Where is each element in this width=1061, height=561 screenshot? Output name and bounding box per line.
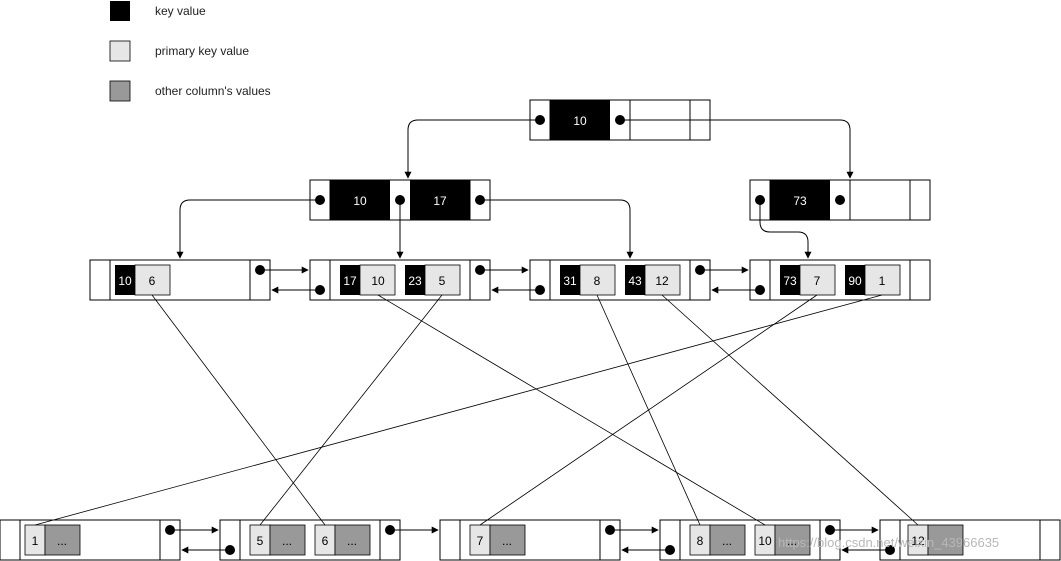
internal-a-ptr-3 — [480, 199, 634, 259]
internal-node-b: 73 — [749, 179, 931, 221]
leaf-pk-label: 5 — [439, 274, 446, 288]
leaf-key — [115, 265, 135, 295]
row-rest-label: ... — [502, 534, 512, 548]
row-rest-label: ... — [282, 534, 292, 548]
clustered-leaf-5: 12 — [879, 519, 1061, 561]
internal-key-label: 73 — [793, 194, 807, 208]
tree-pointers — [176, 119, 854, 259]
leaf-key-label: 43 — [628, 274, 642, 288]
clustered-leaf-1: 1 ... — [0, 519, 181, 561]
row-pk-label: 8 — [697, 534, 704, 548]
internal-key — [770, 180, 830, 220]
leaf-key-label: 23 — [408, 274, 422, 288]
internal-key-label: 10 — [353, 194, 367, 208]
clustered-leaf-4: 8 ... 10 ... — [659, 519, 841, 561]
root-key-label: 10 — [573, 114, 587, 128]
leaf-key-label: 73 — [783, 274, 797, 288]
pointer-dot — [835, 195, 845, 205]
legend-label-pk: primary key value — [155, 44, 249, 58]
secondary-leaf-2: 17 10 23 5 — [309, 259, 491, 301]
row-pk-label: 6 — [322, 534, 329, 548]
leaf-pk-label: 1 — [879, 274, 886, 288]
legend-label-other: other column's values — [155, 84, 271, 98]
leaf-pk-label: 6 — [149, 274, 156, 288]
row-pk-label: 7 — [477, 534, 484, 548]
internal-key — [330, 180, 390, 220]
leaf-pk-label: 10 — [371, 274, 385, 288]
internal-key-label: 17 — [433, 194, 447, 208]
legend-label-key: key value — [155, 4, 206, 18]
secondary-leaf-3: 31 8 43 12 — [529, 259, 711, 301]
internal-key — [410, 180, 470, 220]
row-pk-label: 1 — [32, 534, 39, 548]
leaf-key-label: 31 — [563, 274, 577, 288]
clustered-leaf-3: 7 ... — [439, 519, 621, 561]
watermark: https://blog.csdn.net/weixin_43966635 — [778, 535, 999, 550]
leaf-key-label: 90 — [848, 274, 862, 288]
legend: key value primary key value other column… — [109, 1, 271, 102]
internal-a-ptr-1 — [176, 199, 320, 259]
leaf-key-label: 17 — [343, 274, 357, 288]
leaf-key-label: 10 — [118, 274, 132, 288]
row-pk-label: 10 — [758, 534, 772, 548]
leaf-pk-label: 12 — [655, 274, 669, 288]
row-rest-label: ... — [787, 534, 797, 548]
legend-swatch-key — [110, 1, 130, 21]
leaf-pk-label: 7 — [814, 274, 821, 288]
internal-node-a: 10 17 — [309, 179, 491, 221]
row-rest-label: ... — [722, 534, 732, 548]
leaf-pk-label: 8 — [594, 274, 601, 288]
row-rest-label: ... — [347, 534, 357, 548]
root-left-arrow — [404, 119, 540, 179]
secondary-leaf-1: 10 6 — [89, 259, 271, 301]
row-pk-label: 5 — [257, 534, 264, 548]
root-right-arrow — [620, 119, 854, 179]
pk-lookup-lines — [34, 294, 919, 526]
clustered-sibling-links — [170, 526, 890, 554]
clustered-leaf-2: 5 ... 6 ... — [219, 519, 401, 561]
legend-swatch-pk — [109, 40, 131, 62]
row-pk-label: 12 — [911, 534, 925, 548]
secondary-sibling-links — [260, 266, 760, 294]
row-rest-label: ... — [57, 534, 67, 548]
secondary-leaf-4: 73 7 90 1 — [749, 259, 931, 301]
internal-b-ptr-1 — [759, 200, 812, 259]
root-key — [550, 100, 610, 140]
legend-swatch-other — [109, 80, 131, 102]
